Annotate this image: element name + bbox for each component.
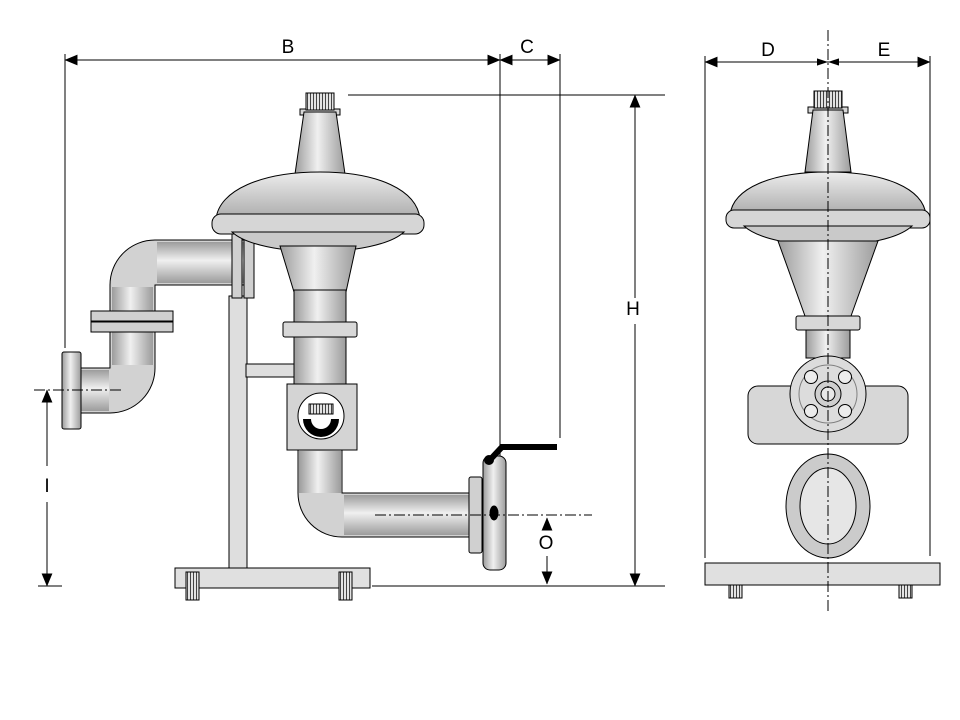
- arrowhead-e-center: [828, 58, 839, 66]
- base-stud-side-left: [728, 584, 743, 599]
- adjusting-cap: [305, 92, 335, 111]
- lower-valve-neck: [293, 336, 347, 386]
- stand-post: [228, 295, 248, 569]
- base-plate-side: [704, 562, 941, 586]
- dimension-labels: B C H I O D E: [44, 37, 890, 554]
- inlet-flange-joint-upper: [90, 310, 174, 322]
- side-view-dimensions: [704, 56, 931, 558]
- bonnet-cone: [279, 245, 357, 293]
- flange-bolt-hole-1: [804, 370, 818, 384]
- flange-bolt-hole-2: [838, 370, 852, 384]
- base-plate-front: [174, 567, 371, 589]
- upper-valve-neck: [293, 289, 347, 325]
- dim-label-e: E: [878, 40, 891, 61]
- dim-label-h: H: [626, 299, 640, 320]
- inlet-flange-joint-lower: [90, 321, 174, 333]
- valve-handle: [485, 444, 557, 465]
- dim-label-b: B: [282, 37, 295, 58]
- diaphragm-dome-upper-side: [729, 171, 927, 218]
- front-view-dimensions: [38, 54, 665, 587]
- outlet-pipe-shading-horizontal: [344, 495, 470, 535]
- dim-label-c: C: [520, 37, 534, 58]
- gauge-counter-window: [308, 403, 334, 415]
- gauge-needle-arc: [303, 419, 339, 437]
- inlet-flange-rim: [798, 364, 858, 424]
- flange-bolt-hole-3: [804, 404, 818, 418]
- dim-label-i: I: [44, 476, 49, 497]
- base-stud-right: [338, 571, 353, 601]
- spring-housing: [294, 111, 346, 175]
- outlet-pipe-shading-vertical: [299, 451, 341, 493]
- diaphragm-flange-band: [211, 213, 425, 235]
- base-stud-side-right: [898, 584, 913, 599]
- centerlines: [34, 30, 829, 613]
- valve-port-hole: [489, 505, 499, 521]
- side-view: [704, 90, 941, 599]
- diaphragm-dome-upper: [215, 171, 421, 222]
- neck-flange: [282, 321, 358, 338]
- flange-bolt-hole-4: [838, 404, 852, 418]
- dim-label-d: D: [761, 40, 775, 61]
- stand-bracket: [245, 363, 297, 378]
- dim-label-o: O: [539, 533, 554, 554]
- front-view: [61, 92, 557, 601]
- arrowhead-d-center: [817, 58, 828, 66]
- base-stud-left: [185, 571, 200, 601]
